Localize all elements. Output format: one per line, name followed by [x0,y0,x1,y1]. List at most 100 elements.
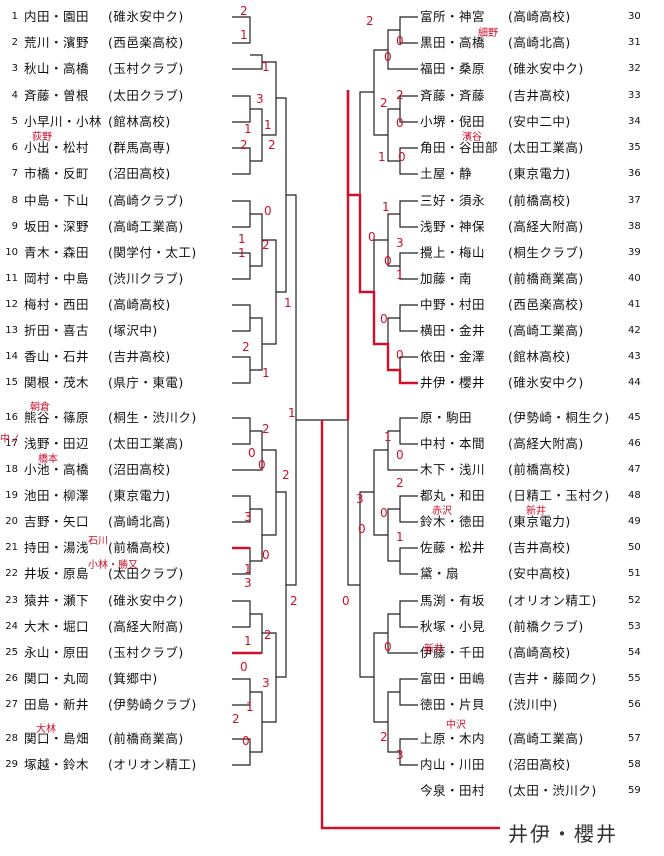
handwritten-note: 新井 [424,644,444,655]
score-mark: 2 [242,340,250,354]
entry-number: 40 [628,273,641,284]
team-name: (箕郷中) [108,671,158,686]
score-mark: 1 [384,430,392,444]
player-pair: 浅野・田辺 [24,436,90,451]
team-name: (碓氷安中ク) [108,593,184,608]
team-name: (吉井高校) [508,88,571,103]
score-mark: 2 [264,628,272,642]
entry-number: 6 [11,142,18,153]
team-name: (吉井・藤岡ク) [508,671,597,686]
score-mark: 1 [264,118,272,132]
score-mark: 0 [262,548,270,562]
player-pair: 香山・石井 [24,349,90,364]
player-pair: 攪上・梅山 [420,245,486,260]
score-mark: 1 [382,200,390,214]
entry-number: 57 [628,733,641,744]
entry-number: 51 [628,568,641,579]
entry-number: 15 [5,377,18,388]
score-mark: 1 [262,366,270,380]
team-name: (渋川クラブ) [108,271,184,286]
team-name: (県庁・東電) [108,375,184,390]
score-mark: 0 [396,448,404,462]
score-mark: 1 [396,268,404,282]
handwritten-note: 小林・勝又 [88,560,138,571]
player-pair: 吉野・矢口 [24,514,90,529]
player-pair: 伊藤・千田 [420,645,486,660]
player-pair: 秋山・高橋 [24,61,90,76]
player-pair: 黛・扇 [420,566,460,581]
score-mark: 0 [258,458,266,472]
score-mark: 2 [240,138,248,152]
team-name: (安中高校) [508,566,571,581]
handwritten-note: 新井 [526,506,546,517]
team-name: (高崎北高) [508,35,571,50]
player-pair: 小堺・倪田 [420,114,486,129]
score-mark: 1 [244,634,252,648]
player-pair: 小池・高橋 [24,462,90,477]
score-mark: 1 [238,232,246,246]
player-pair: 鈴木・徳田 [420,514,486,529]
score-mark: 0 [342,594,350,608]
team-name: (太田・渋川ク) [508,783,597,798]
team-name: (群馬高専) [108,140,171,155]
entry-number: 33 [628,90,641,101]
team-name: (碓氷安中ク) [508,61,584,76]
score-mark: 3 [356,492,364,506]
entry-number: 20 [5,516,18,527]
entry-number: 16 [5,412,18,423]
entry-number: 53 [628,621,641,632]
entry-number: 32 [628,63,641,74]
team-name: (東京電力) [508,166,571,181]
score-mark: 0 [380,506,388,520]
entry-number: 41 [628,299,641,310]
team-name: (前橋高校) [508,193,571,208]
handwritten-note: 中ノ [0,434,20,445]
entry-number: 56 [628,699,641,710]
player-pair: 荒川・濱野 [24,35,90,50]
entry-number: 28 [5,733,18,744]
team-name: (高崎工業高) [108,219,184,234]
team-name: (東京電力) [508,514,571,529]
player-pair: 折田・喜古 [24,323,90,338]
entry-number: 26 [5,673,18,684]
team-name: (安中二中) [508,114,571,129]
player-pair: 原・駒田 [420,410,473,425]
score-mark: 3 [244,576,252,590]
handwritten-note: 石川 [88,536,108,547]
entry-number: 45 [628,412,641,423]
entry-number: 7 [11,168,18,179]
entry-number: 52 [628,595,641,606]
entry-number: 34 [628,116,641,127]
team-name: (吉井高校) [108,349,171,364]
player-pair: 梅村・西田 [24,297,90,312]
team-name: (碓氷安中ク) [108,9,184,24]
score-mark: 1 [244,562,252,576]
team-name: (高経大附高) [108,619,184,634]
score-mark: 2 [290,594,298,608]
entry-number: 48 [628,490,641,501]
score-mark: 2 [396,88,404,102]
entry-number: 8 [11,195,18,206]
player-pair: 加藤・南 [420,271,473,286]
team-name: (オリオン精工) [508,593,597,608]
player-pair: 斉藤・曽根 [24,88,90,103]
score-mark: 2 [268,138,276,152]
team-name: (沼田高校) [508,757,571,772]
team-name: (高崎高校) [508,645,571,660]
score-mark: 0 [384,50,392,64]
entry-number: 19 [5,490,18,501]
score-mark: 0 [384,640,392,654]
player-pair: 小出・松村 [24,140,90,155]
player-pair: 池田・柳澤 [24,488,90,503]
player-pair: 関口・島畑 [24,731,90,746]
player-pair: 熊谷・篠原 [24,410,90,425]
team-name: (塚沢中) [108,323,158,338]
player-pair: 福田・桑原 [420,61,486,76]
player-pair: 井伊・櫻井 [420,375,486,390]
entry-number: 12 [5,299,18,310]
score-mark: 0 [396,348,404,362]
player-pair: 関口・丸岡 [24,671,90,686]
player-pair: 田島・新井 [24,697,90,712]
player-pair: 木下・浅川 [420,462,486,477]
handwritten-note: 赤沢 [432,506,452,517]
